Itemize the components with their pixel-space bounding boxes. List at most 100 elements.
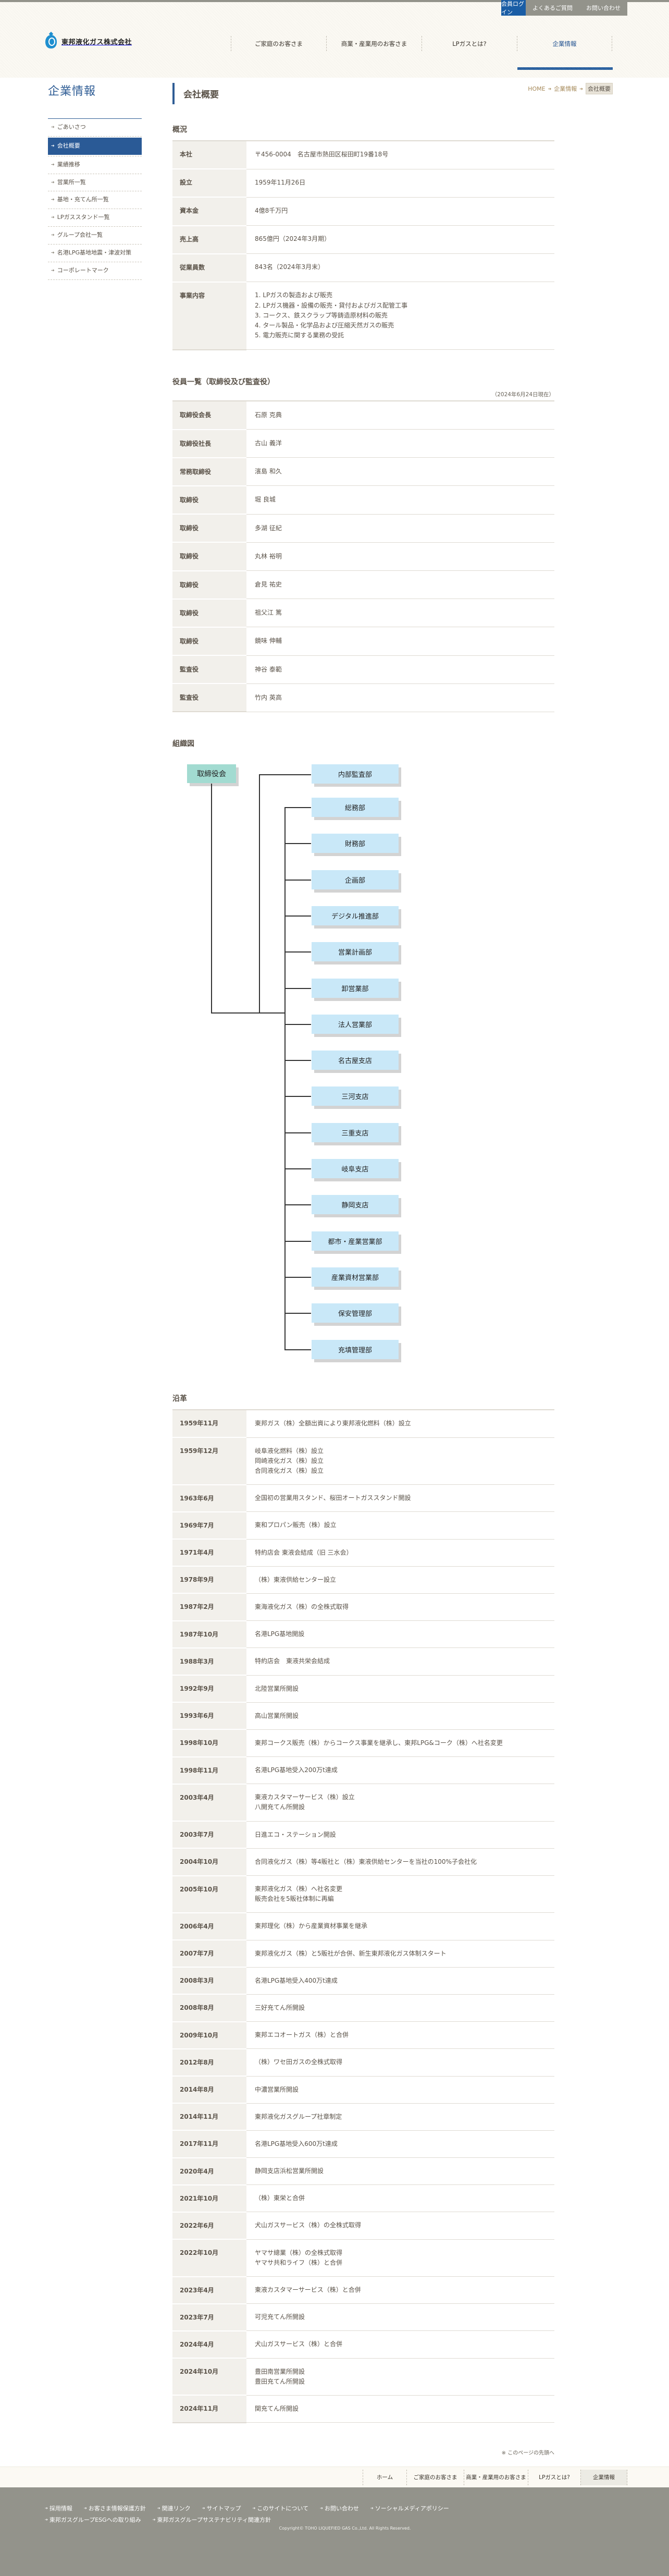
- sidebar-link[interactable]: ➔会社概要: [48, 137, 142, 155]
- site-logo[interactable]: 東邦液化ガス株式会社: [45, 33, 132, 50]
- org-connector-line: [284, 1204, 311, 1206]
- footer-link-label: サイトマップ: [206, 2505, 241, 2512]
- history-event-line: 犬山ガスサービス（株）と合併: [255, 2340, 343, 2348]
- history-event-line: 全国初の営業用スタンド、桜田オートガススタンド開設: [255, 1494, 411, 1502]
- gnav-home-customers[interactable]: ご家庭のお客さま: [231, 36, 326, 51]
- footer-link[interactable]: ➔関連リンク: [157, 2504, 191, 2512]
- sidebar-item-label: 営業所一覧: [57, 178, 86, 186]
- history-event: 全国初の営業用スタンド、桜田オートガススタンド開設: [246, 1484, 554, 1512]
- history-date: 2005年10月: [172, 1875, 246, 1913]
- arrow-icon: ➔: [152, 2517, 156, 2522]
- history-row: 1959年11月東邦ガス（株）全額出資により東邦液化燃料（株）設立: [172, 1410, 554, 1438]
- history-event: 中濃営業所開設: [246, 2076, 554, 2104]
- sidebar-menu: ➔ごあいさつ➔会社概要➔業績推移➔営業所一覧➔基地・充てん所一覧➔LPガススタン…: [48, 118, 142, 280]
- breadcrumb-current: 会社概要: [586, 83, 613, 94]
- breadcrumb-section[interactable]: 企業情報: [554, 86, 577, 92]
- org-connector-line: [284, 843, 311, 845]
- overview-value-line: 5. 電力販売に関する業務の受託: [255, 332, 344, 339]
- history-event-line: 豊田南営業所開設: [255, 2367, 305, 2375]
- footer-link[interactable]: ➔東邦ガスグループESGへの取り組み: [45, 2516, 141, 2524]
- footer-nav-link[interactable]: LPガスとは?: [528, 2469, 580, 2485]
- sidebar-item-label: 会社概要: [57, 142, 80, 149]
- org-connector-line: [284, 1024, 311, 1025]
- sidebar-link[interactable]: ➔グループ会社一覧: [48, 227, 142, 244]
- gnav-corporate[interactable]: 企業情報: [517, 36, 612, 51]
- footer-link[interactable]: ➔東邦ガスグループサステナビリティ関連方針: [153, 2516, 271, 2524]
- history-row: 2014年8月中濃営業所開設: [172, 2076, 554, 2104]
- gnav-business-customers[interactable]: 商業・産業用のお客さま: [326, 36, 422, 51]
- footer-link[interactable]: ➔ソーシャルメディアポリシー: [370, 2504, 449, 2512]
- history-event-line: 東邦エコオートガス（株）と合併: [255, 2031, 349, 2039]
- sidebar-item-label: ごあいさつ: [57, 124, 86, 130]
- sidebar-link[interactable]: ➔名港LPG基地地震・津波対策: [48, 245, 142, 262]
- org-department-box: デジタル推進部: [312, 906, 399, 926]
- footer-link[interactable]: ➔このサイトについて: [253, 2504, 309, 2512]
- history-event-line: 販売会社を5販社体制に再編: [255, 1895, 334, 1903]
- overview-value-line: 4億8千万円: [255, 206, 288, 214]
- sidebar-link[interactable]: ➔コーポレートマーク: [48, 262, 142, 279]
- history-date: 2003年7月: [172, 1821, 246, 1849]
- history-heading: 沿革: [172, 1395, 187, 1403]
- sidebar-item-label: コーポレートマーク: [57, 266, 109, 274]
- org-department-box: 静岡支店: [312, 1195, 399, 1215]
- sidebar-link[interactable]: ➔LPガススタンド一覧: [48, 209, 142, 226]
- history-event: 合同液化ガス（株）等4販社と（株）東液供給センターを当社の100%子会社化: [246, 1848, 554, 1876]
- history-event-line: 可児充てん所開設: [255, 2313, 305, 2321]
- footer-nav-link[interactable]: 商業・産業用のお客さま: [464, 2469, 528, 2485]
- history-row: 2003年4月東液カスタマーサービス（株）設立八開充てん所開設: [172, 1784, 554, 1822]
- history-row: 2008年8月三好充てん所開設: [172, 1994, 554, 2022]
- officer-title: 取締役: [172, 485, 246, 515]
- footer-nav-link[interactable]: ご家庭のお客さま: [406, 2469, 464, 2485]
- sidebar-link[interactable]: ➔基地・充てん所一覧: [48, 191, 142, 209]
- history-event-line: 東液カスタマーサービス（株）と合併: [255, 2286, 361, 2293]
- footer-link[interactable]: ➔採用情報: [45, 2504, 72, 2512]
- history-row: 2021年10月（株）東栄と合併: [172, 2184, 554, 2213]
- officer-title: 監査役: [172, 683, 246, 713]
- page-top-link[interactable]: ※ このページの先頭へ: [501, 2450, 554, 2456]
- footer-link[interactable]: ➔お客さま情報保護方針: [84, 2504, 146, 2512]
- history-date: 2024年11月: [172, 2395, 246, 2423]
- history-row: 1971年4月特約店会 東液会結成（旧 三水会）: [172, 1539, 554, 1567]
- sidebar-link[interactable]: ➔ごあいさつ: [48, 119, 142, 136]
- member-login-link[interactable]: 会員ログイン: [501, 0, 526, 16]
- org-connector-line: [284, 1096, 311, 1097]
- officer-title: 取締役: [172, 599, 246, 628]
- faq-link[interactable]: よくあるご質問: [526, 0, 579, 16]
- arrow-icon: ➔: [320, 2506, 323, 2510]
- history-event-line: 東邦液化ガス（株）と5販社が合併、新生東邦液化ガス体制スタート: [255, 1949, 447, 1957]
- breadcrumb: HOME ➔ 企業情報 ➔ 会社概要: [528, 83, 613, 94]
- history-row: 2023年4月東液カスタマーサービス（株）と合併: [172, 2276, 554, 2304]
- overview-label: 売上高: [172, 225, 246, 254]
- gnav-about-lpgas[interactable]: LPガスとは?: [422, 36, 517, 51]
- org-department-box: 保安管理部: [312, 1303, 399, 1323]
- gnav-active-indicator: [517, 67, 613, 70]
- footer-nav-link[interactable]: ホーム: [363, 2469, 406, 2485]
- footer-nav-link[interactable]: 企業情報: [580, 2469, 627, 2485]
- history-event-line: 岐阜液化燃料（株）設立: [255, 1447, 324, 1455]
- sidebar-link[interactable]: ➔営業所一覧: [48, 174, 142, 191]
- footer-link[interactable]: ➔お問い合わせ: [320, 2504, 359, 2512]
- arrow-icon: ➔: [51, 233, 55, 238]
- site-header: 会員ログイン よくあるご質問 お問い合わせ 東邦液化ガス株式会社 ご家庭のお客さ…: [42, 0, 627, 94]
- officer-row: 取締役鏡味 伸輔: [172, 627, 554, 656]
- global-nav: ご家庭のお客さま 商業・産業用のお客さま LPガスとは? 企業情報: [231, 36, 612, 51]
- history-date: 1993年6月: [172, 1702, 246, 1730]
- history-date: 1978年9月: [172, 1566, 246, 1594]
- org-department-box: 岐阜支店: [312, 1159, 399, 1179]
- officer-row: 取締役堀 良城: [172, 485, 554, 515]
- contact-link[interactable]: お問い合わせ: [579, 0, 627, 16]
- history-event: 岐阜液化燃料（株）設立岡崎液化ガス（株）設立合同液化ガス（株）設立: [246, 1437, 554, 1485]
- history-date: 1963年6月: [172, 1484, 246, 1512]
- history-date: 1959年11月: [172, 1410, 246, 1438]
- breadcrumb-home[interactable]: HOME: [528, 85, 546, 92]
- history-date: 2023年7月: [172, 2303, 246, 2331]
- footer-link-label: 東邦ガスグループサステナビリティ関連方針: [157, 2516, 271, 2523]
- page-top: ※ このページの先頭へ: [172, 2448, 554, 2456]
- history-row: 2005年10月東邦液化ガス（株）へ社名変更販売会社を5販社体制に再編: [172, 1875, 554, 1913]
- footer-link[interactable]: ➔サイトマップ: [202, 2504, 241, 2512]
- sidebar-link[interactable]: ➔業績推移: [48, 156, 142, 174]
